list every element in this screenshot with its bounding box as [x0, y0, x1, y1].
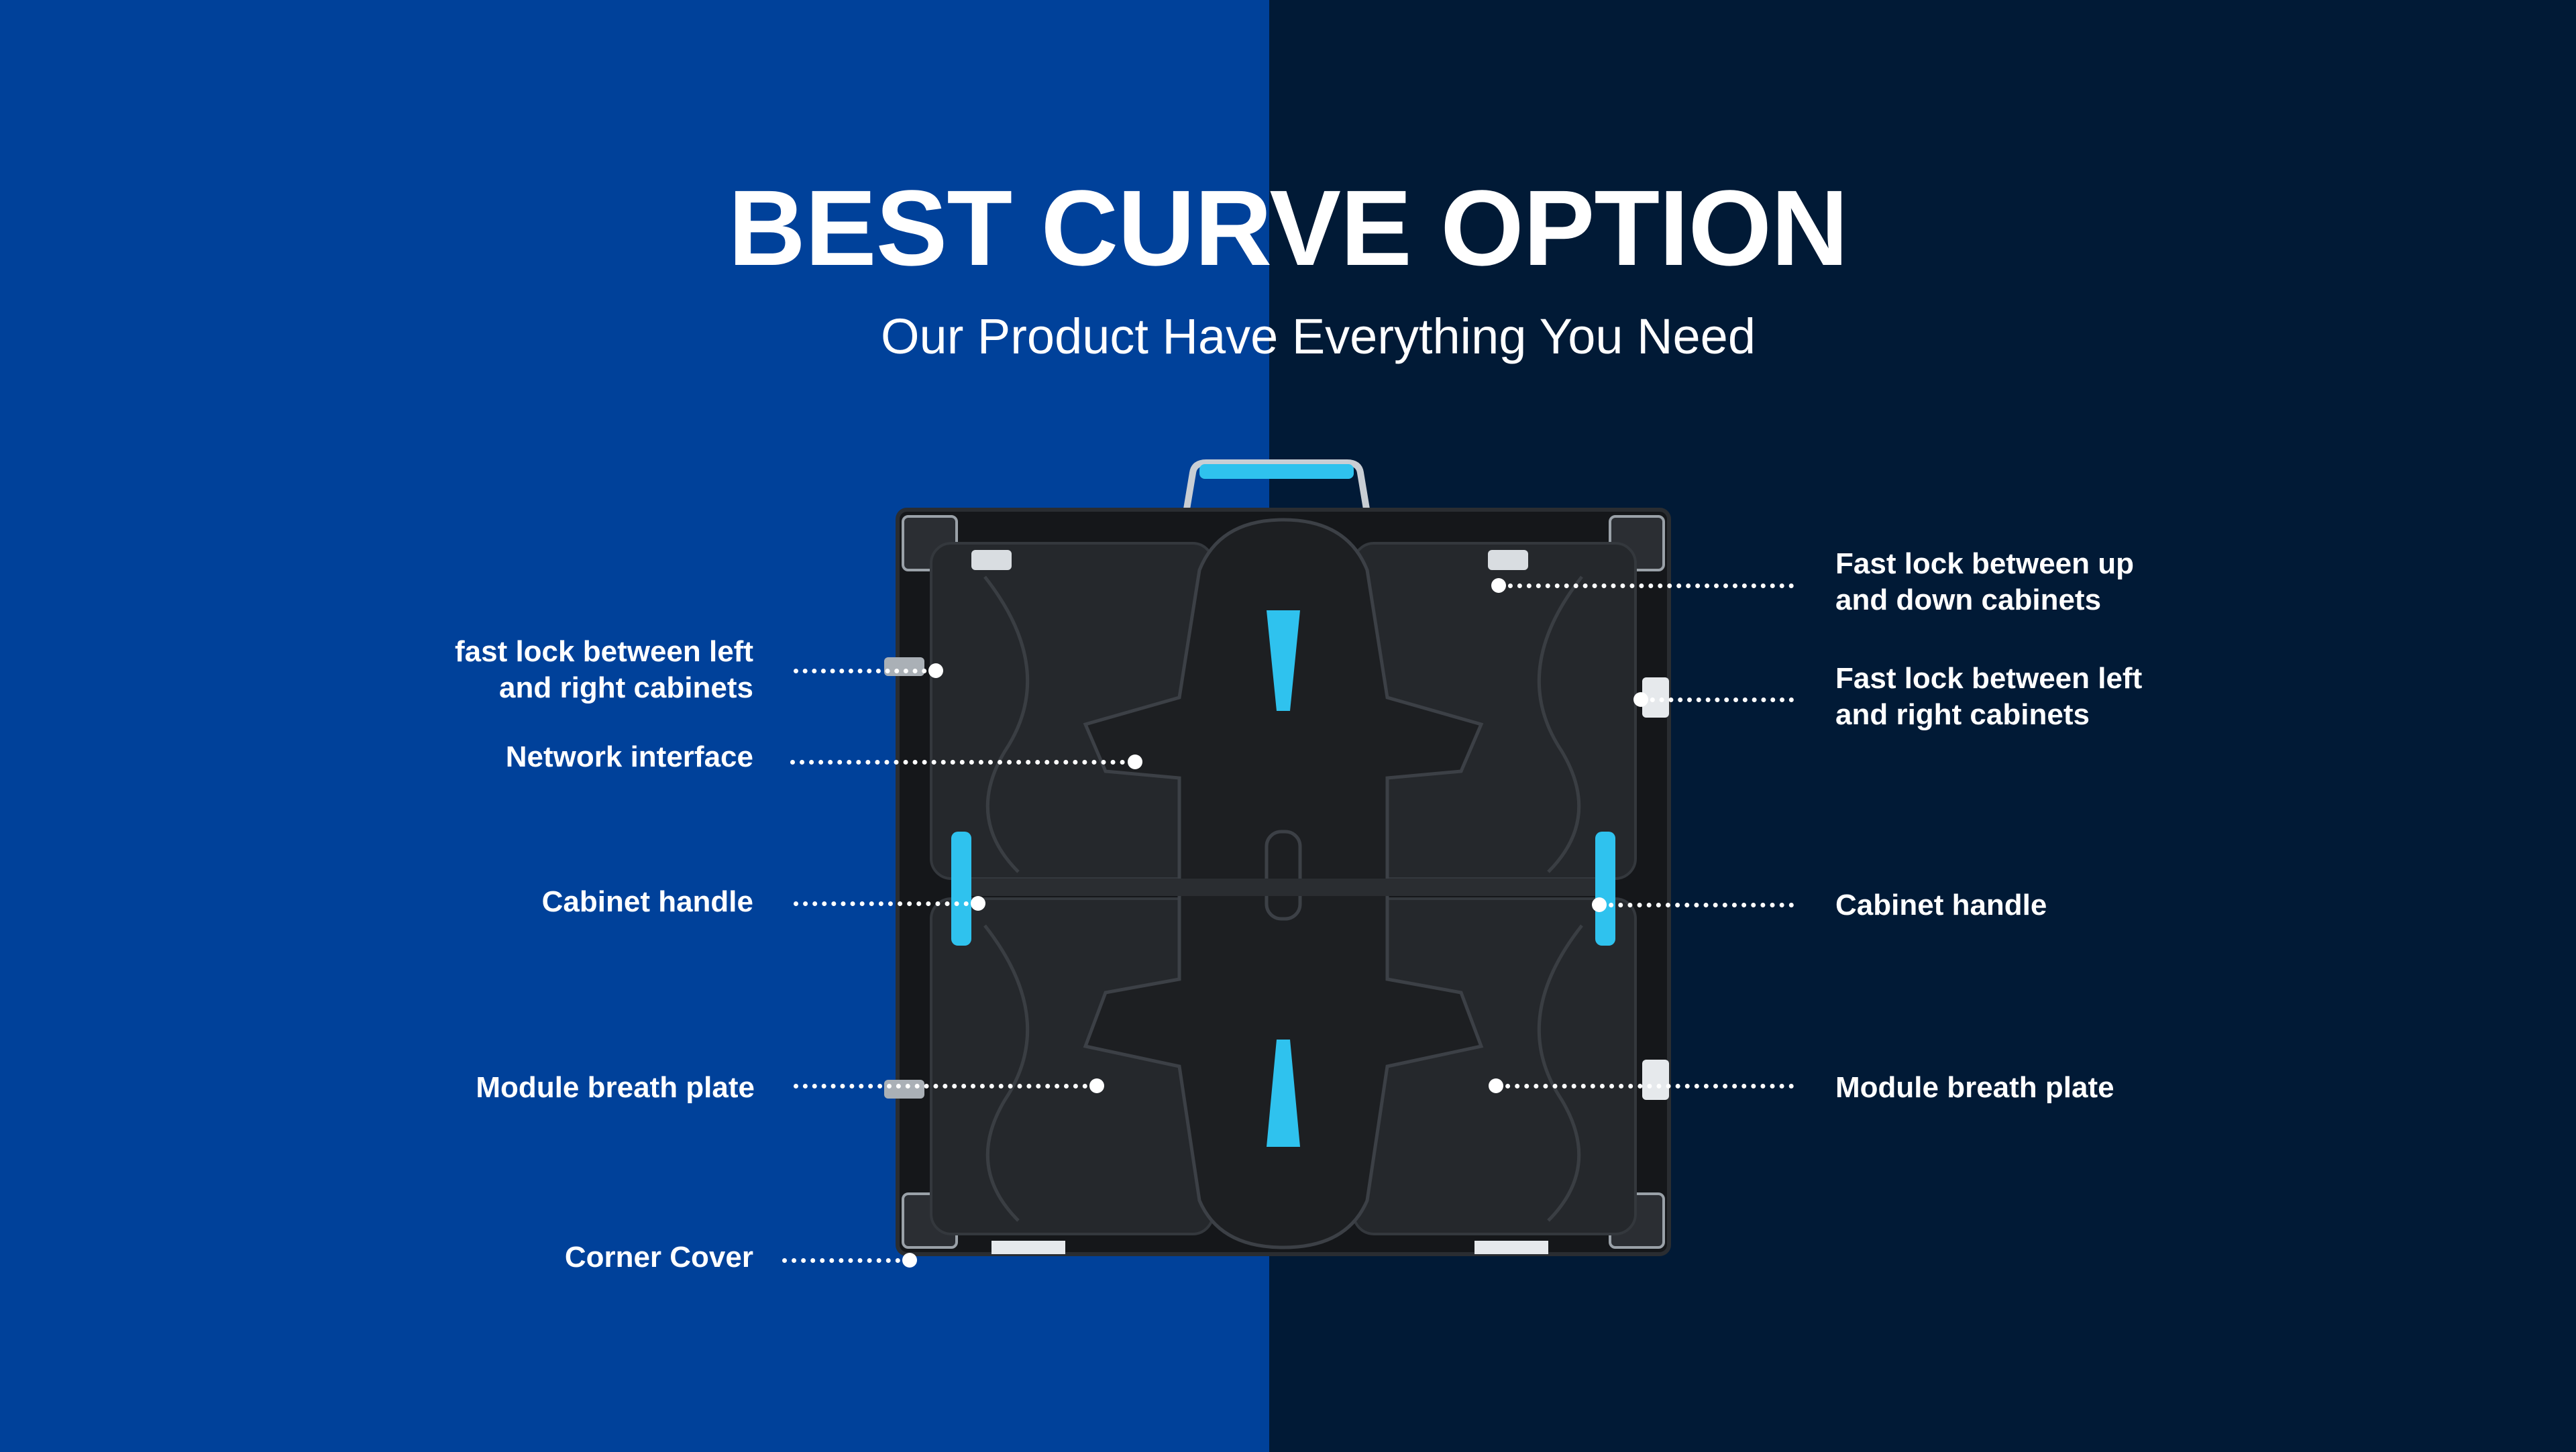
callout-marker — [1592, 897, 1607, 912]
callout-marker — [1491, 578, 1506, 593]
leader-line — [782, 1258, 910, 1263]
leader-line — [794, 901, 978, 906]
callout-marker — [1489, 1078, 1503, 1093]
callout-cabinet-handle-left: Cabinet handle — [541, 885, 753, 918]
leader-line — [790, 760, 1134, 765]
page-subtitle: Our Product Have Everything You Need — [881, 309, 1756, 364]
page-title: BEST CURVE OPTION — [728, 168, 1848, 288]
callout-marker — [1633, 692, 1648, 707]
callout-fast-lock-left-right: fast lock between left and right cabinet… — [454, 635, 753, 704]
led-cabinet-illustration — [884, 459, 1671, 1256]
leader-line — [794, 1084, 1097, 1088]
callout-fast-lock-up-down: Fast lock between up and down cabinets — [1835, 547, 2134, 616]
callout-network-interface: Network interface — [505, 740, 753, 773]
callout-marker — [971, 896, 985, 911]
callout-marker — [902, 1253, 917, 1268]
callout-module-breath-plate-left: Module breath plate — [476, 1071, 755, 1104]
leader-line — [794, 669, 936, 673]
callout-corner-cover: Corner Cover — [564, 1241, 753, 1274]
callout-module-breath-plate-right: Module breath plate — [1835, 1071, 2114, 1104]
callout-fast-lock-left-right-2: Fast lock between left and right cabinet… — [1835, 662, 2143, 731]
leader-line — [1641, 697, 1794, 702]
leader-line — [1496, 1084, 1794, 1088]
leader-line — [1599, 903, 1794, 907]
callout-marker — [1128, 755, 1142, 769]
callout-cabinet-handle-right: Cabinet handle — [1835, 889, 2047, 922]
callout-marker — [1089, 1078, 1104, 1093]
callout-marker — [928, 663, 943, 678]
leader-line — [1499, 583, 1794, 588]
